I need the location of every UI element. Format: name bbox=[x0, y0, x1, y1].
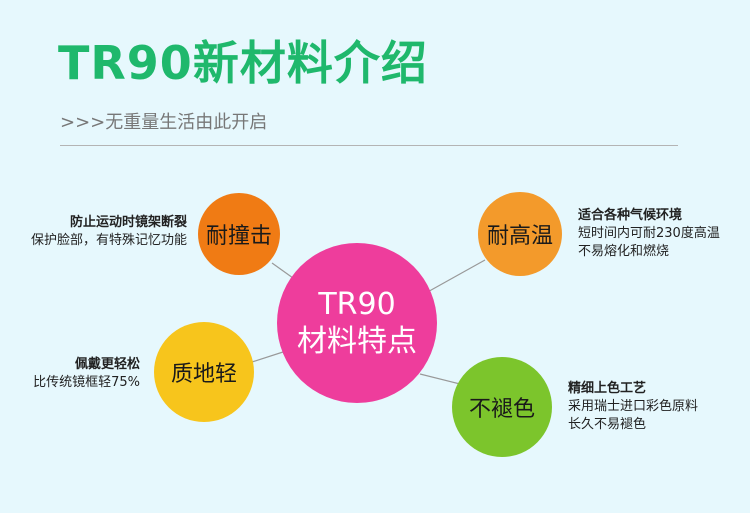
impact-heading: 防止运动时镜架断裂 bbox=[69, 215, 187, 230]
color-label: 不褪色 bbox=[468, 397, 535, 422]
color-detail-1: 采用瑞士进口彩色原料 bbox=[568, 399, 699, 414]
impact-label: 耐撞击 bbox=[205, 224, 272, 249]
heat-detail-1: 短时间内可耐230度高温 bbox=[578, 226, 720, 241]
heat-detail-2: 不易熔化和燃烧 bbox=[578, 244, 670, 259]
heat-heading: 适合各种气候环境 bbox=[578, 208, 683, 223]
center-bubble: TR90 材料特点 bbox=[277, 243, 437, 403]
impact-description: 防止运动时镜架断裂 保护脸部，有特殊记忆功能 bbox=[31, 214, 187, 250]
color-description: 精细上色工艺 采用瑞士进口彩色原料 长久不易褪色 bbox=[568, 380, 698, 434]
impact-detail: 保护脸部，有特殊记忆功能 bbox=[30, 233, 187, 248]
heat-description: 适合各种气候环境 短时间内可耐230度高温 不易熔化和燃烧 bbox=[578, 207, 720, 261]
light-heading: 佩戴更轻松 bbox=[74, 357, 140, 372]
light-label: 质地轻 bbox=[170, 362, 237, 387]
center-line1: TR90 bbox=[318, 286, 396, 322]
light-detail: 比传统镜框轻75% bbox=[33, 375, 140, 390]
heat-label: 耐高温 bbox=[486, 224, 553, 249]
header-divider bbox=[60, 145, 678, 146]
connector-heat bbox=[423, 259, 486, 295]
connector-light bbox=[251, 351, 284, 363]
impact-bubble: 耐撞击 bbox=[198, 193, 280, 275]
center-line2: 材料特点 bbox=[297, 324, 417, 359]
color-bubble: 不褪色 bbox=[452, 357, 552, 457]
page-title: TR90新材料介绍 bbox=[58, 36, 428, 90]
light-bubble: 质地轻 bbox=[154, 322, 254, 422]
color-detail-2: 长久不易褪色 bbox=[568, 417, 647, 432]
color-heading: 精细上色工艺 bbox=[568, 381, 647, 396]
light-description: 佩戴更轻松 比传统镜框轻75% bbox=[33, 356, 140, 392]
page-subtitle: >>>无重量生活由此开启 bbox=[60, 112, 268, 133]
heat-bubble: 耐高温 bbox=[478, 192, 562, 276]
